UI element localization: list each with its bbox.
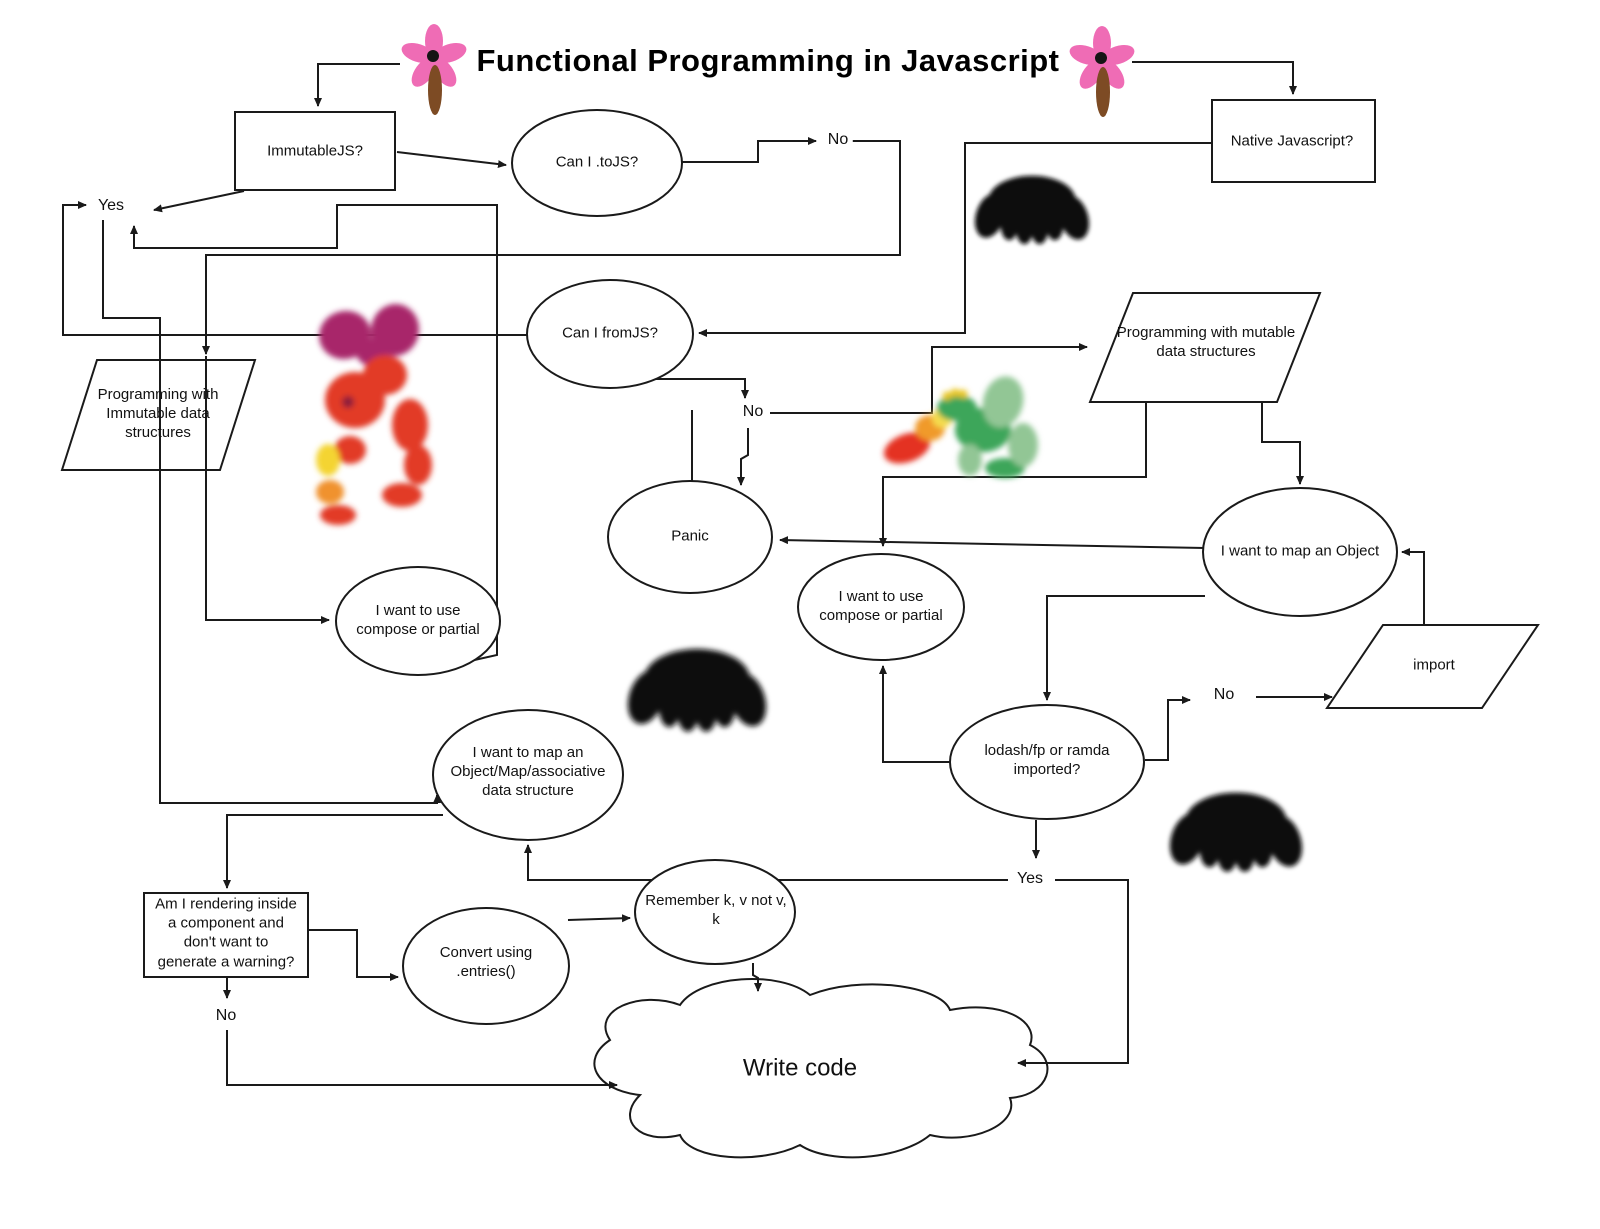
edge-immutablejs-to-yes [153,190,245,213]
green-dragon-icon [883,376,1038,478]
node-lodash-ramda-label: lodash/fp or ramda imported? [984,741,1110,778]
compose-partial-left-ellipse [335,566,501,676]
edge-mutable-to-composeright [879,401,1147,547]
edge-no-to-panic [737,428,749,486]
edge-yes-to-mapassoc-long [102,220,441,804]
can-i-fromjs-ellipse [526,279,694,389]
map-assoc-ellipse [432,709,624,841]
edge-nativejs-to-fromjs [698,142,1212,337]
node-panic-label: Panic [671,527,709,545]
node-convert-entries-label: Convert using .entries() [439,943,533,980]
edge-mapobject-to-lodash [1043,595,1205,701]
red-dragon-icon [316,304,432,525]
edge-tojs-to-no [682,137,817,163]
flower-icon [1069,26,1135,117]
edge-no-tojs-return [202,140,901,355]
spider-icon [974,175,1090,245]
lodash-ramda-ellipse [949,704,1145,820]
edge-immutablejs-to-tojs [396,151,507,169]
edge-fromjs-to-yes [62,201,527,336]
edge-no-to-mutable [770,343,1088,414]
edge-label-yes-lodash: Yes [1011,870,1049,888]
node-remember-kv-label: Remember k, v not v, k [645,891,787,928]
convert-entries-ellipse [402,907,570,1025]
node-import-label: import [1413,656,1455,674]
edge-label-no-fromjs: No [737,403,769,421]
remember-kv-ellipse [634,859,796,965]
can-i-tojs-ellipse [511,109,683,217]
node-immutablejs-label: ImmutableJS? [267,142,363,160]
node-compose-left-label: I want to use compose or partial [356,601,480,638]
edge-label-yes-immutable: Yes [92,197,130,215]
spider-icon [1169,792,1303,872]
programming-mutable-parallelogram [1088,292,1322,403]
edge-import-to-mapobject [1401,548,1425,625]
edge-remember-to-writecode [752,963,762,992]
node-can-i-tojs-label: Can I .toJS? [555,153,639,171]
immutablejs-box [234,111,396,191]
edge-title-to-nativejs [1132,61,1297,95]
am-i-rendering-box [143,892,309,978]
edge-mapobject-to-panic [779,536,1206,549]
edge-label-no-rendering: No [210,1007,242,1025]
spider-icon [627,648,767,732]
node-am-i-rendering-label: Am I rendering inside a component and do… [155,895,297,971]
edge-yes-to-writecode [1017,879,1129,1067]
native-javascript-box [1211,99,1376,183]
edge-yes-to-mapassoc [524,844,1008,881]
node-shapes [60,99,1540,1159]
node-map-object-label: I want to map an Object [1220,542,1380,560]
edge-immutable-to-composeleft [205,356,330,624]
edge-title-to-immutablejs [314,63,400,107]
edge-label-no-lodash: No [1208,686,1240,704]
edge-mapassoc-to-rendering [223,814,443,889]
connector-lines-overlay [102,220,1129,1089]
node-map-assoc-label: I want to map an Object/Map/associative … [450,744,606,800]
write-code-cloud [593,978,1049,1159]
edge-lodash-to-no [1145,696,1191,761]
connector-lines [62,61,1425,999]
node-programming-mutable-label: Programming with mutable data structures [1116,323,1296,360]
node-programming-immutable-label: Programming with Immutable data structur… [97,386,219,442]
edge-fromjs-to-no [652,378,749,399]
edge-composeleft-loop-yes [130,204,498,662]
edge-label-no-tojs: No [822,131,854,149]
edge-convert-to-remember [567,914,631,923]
node-compose-right-label: I want to use compose or partial [819,587,943,624]
edge-no-to-writecode [226,1030,618,1089]
edge-lodash-to-composeright [879,665,950,763]
flower-icon [401,24,467,115]
edge-mutable-to-mapobject [1261,401,1304,485]
node-write-code-label: Write code [742,1054,858,1082]
edge-rendering-to-convert [308,929,399,981]
diagram-title: Functional Programming in Javascript [476,43,1060,78]
import-parallelogram [1325,624,1540,709]
node-can-i-fromjs-label: Can I fromJS? [562,324,658,342]
map-object-ellipse [1202,487,1398,617]
panic-ellipse [607,480,773,594]
compose-partial-right-ellipse [797,553,965,661]
node-native-javascript-label: Native Javascript? [1230,132,1354,150]
